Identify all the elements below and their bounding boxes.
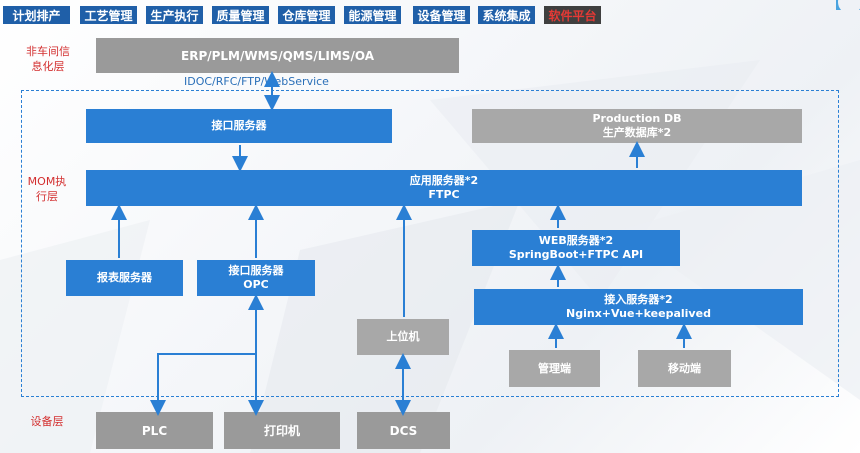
nav-production-execution[interactable]: 生产执行	[146, 6, 203, 24]
mom-layer-frame	[21, 90, 839, 397]
host-pc-box: 上位机	[357, 319, 449, 355]
erp-systems-box: ERP/PLM/WMS/QMS/LIMS/OA	[96, 38, 459, 73]
opc-interface-server-box: 接口服务器 OPC	[197, 260, 315, 296]
nav-software-platform[interactable]: 软件平台	[544, 6, 601, 24]
nav-equipment-management[interactable]: 设备管理	[413, 6, 470, 24]
printer-device-box: 打印机	[224, 412, 340, 449]
layer-label-non-workshop: 非车间信 息化层	[26, 45, 70, 73]
plc-device-box: PLC	[96, 412, 213, 449]
access-server-box: 接入服务器*2 Nginx+Vue+keepalived	[474, 289, 803, 325]
nav-process-management[interactable]: 工艺管理	[80, 6, 137, 24]
dcs-device-box: DCS	[357, 412, 450, 449]
layer-label-device: 设备层	[30, 415, 64, 428]
report-server-box: 报表服务器	[66, 260, 183, 296]
nav-plan-scheduling[interactable]: 计划排产	[3, 6, 70, 24]
nav-quality-management[interactable]: 质量管理	[212, 6, 269, 24]
management-client-box: 管理端	[509, 350, 600, 387]
interface-protocols-label: IDOC/RFC/FTP/WebService	[184, 75, 329, 88]
nav-warehouse-management[interactable]: 仓库管理	[278, 6, 335, 24]
interface-server-box: 接口服务器	[86, 109, 392, 143]
layer-label-mom: MOM执 行层	[27, 175, 67, 203]
mobile-client-box: 移动端	[638, 350, 731, 387]
web-server-box: WEB服务器*2 SpringBoot+FTPC API	[472, 230, 680, 266]
production-db-box: Production DB 生产数据库*2	[472, 109, 802, 143]
arrow-plc-opc	[150, 353, 256, 416]
nav-energy-management[interactable]: 能源管理	[344, 6, 401, 24]
logo-icon	[836, 0, 860, 10]
application-server-box: 应用服务器*2 FTPC	[86, 170, 802, 206]
nav-system-integration[interactable]: 系统集成	[478, 6, 535, 24]
